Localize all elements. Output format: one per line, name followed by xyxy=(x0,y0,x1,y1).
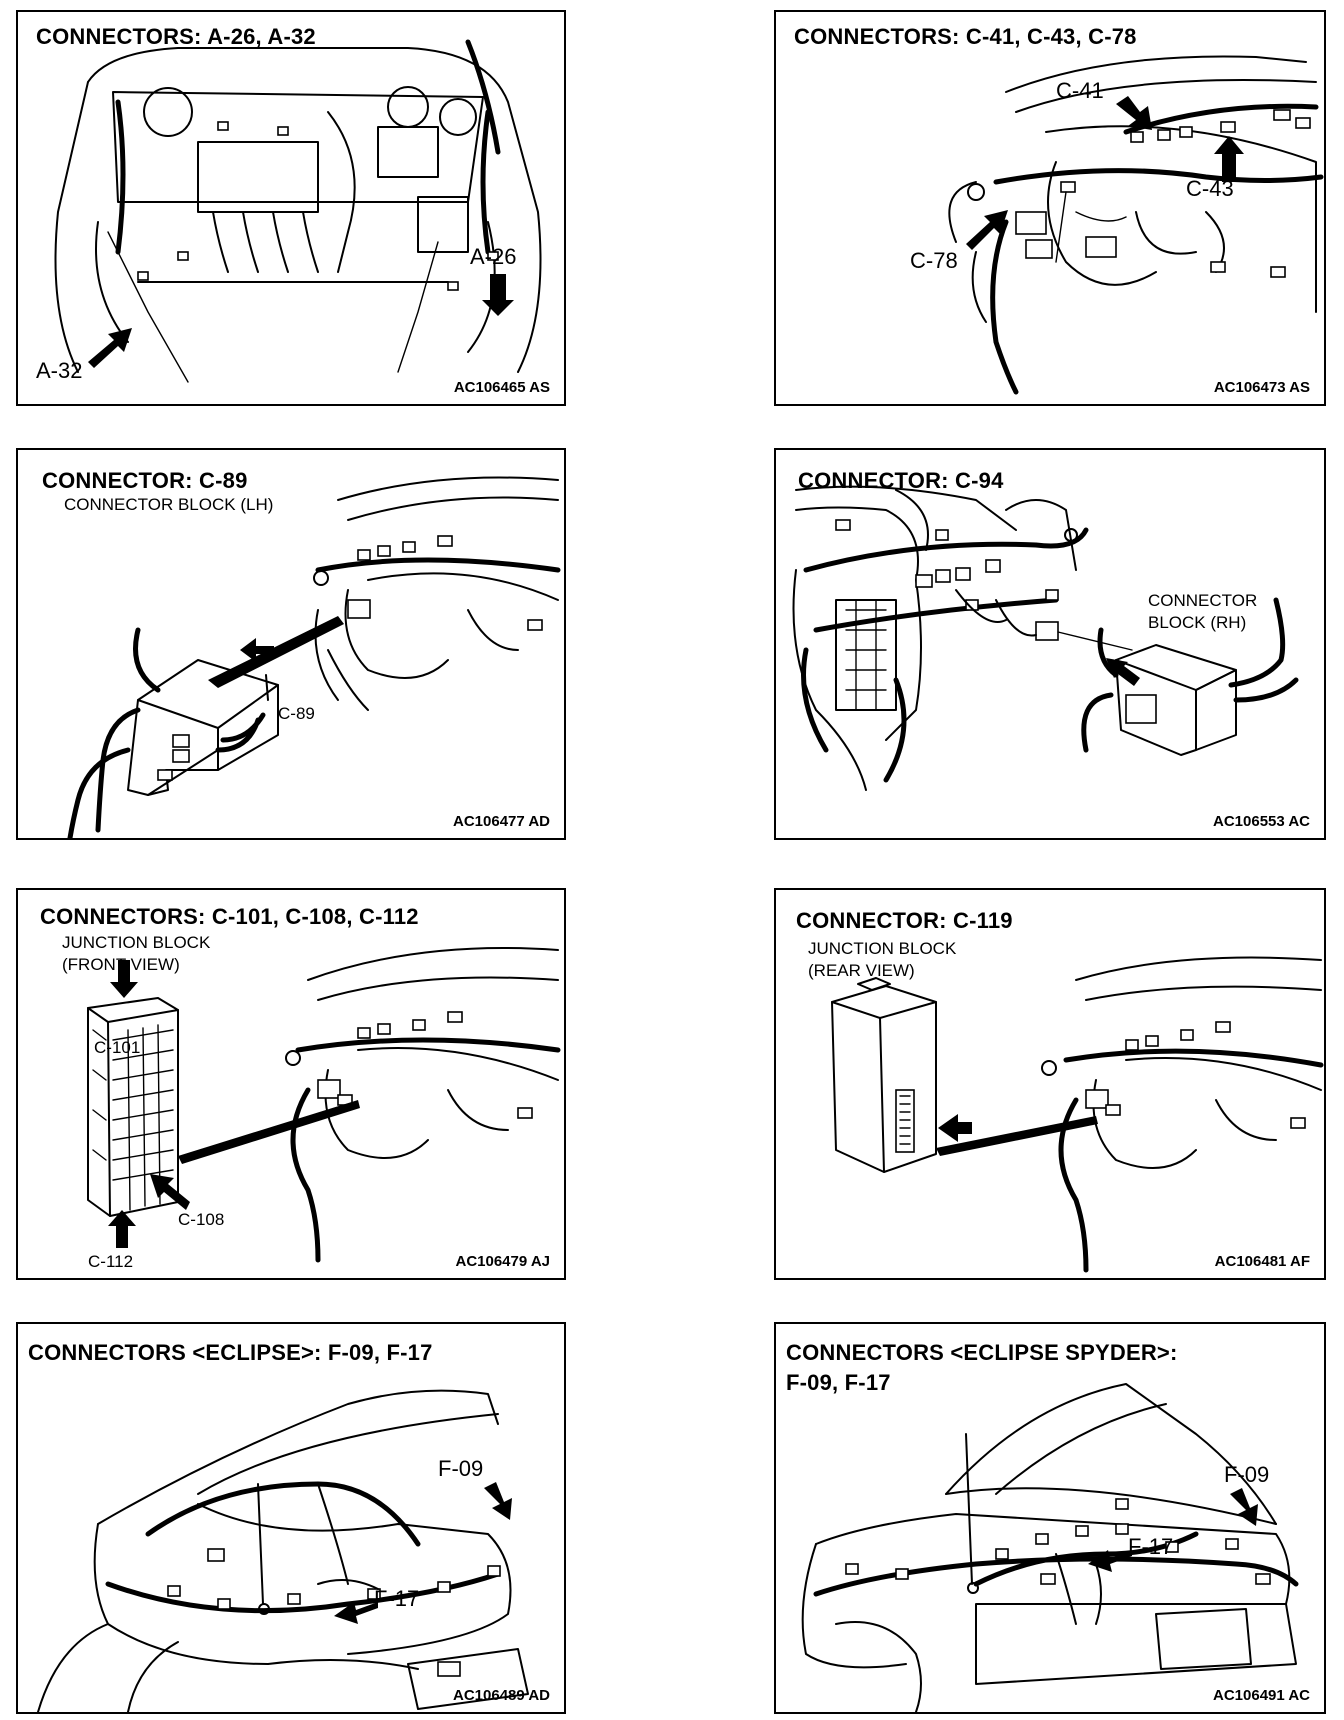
panel-subtitle: JUNCTION BLOCK (FRONT VIEW) xyxy=(62,932,210,976)
label-f17: F-17 xyxy=(374,1586,420,1611)
subtitle-line: JUNCTION BLOCK xyxy=(62,933,211,952)
junction-block-front-illustration xyxy=(87,947,561,1263)
panel-eclipse-spyder-f09-f17: CONNECTORS <ECLIPSE SPYDER>: F-09, F-17 … xyxy=(774,1322,1326,1714)
panel-c41-c43-c78: CONNECTORS: C-41, C-43, C-78 C-41 C-43 C… xyxy=(774,10,1326,406)
panel-title: CONNECTOR: C-119 xyxy=(796,908,1013,933)
subtitle-line: JUNCTION BLOCK xyxy=(808,939,957,958)
panel-c101-c108-c112: CONNECTORS: C-101, C-108, C-112 JUNCTION… xyxy=(16,888,566,1280)
dashboard-wiring-illustration xyxy=(948,55,1324,395)
subtitle-line: CONNECTOR xyxy=(1148,591,1258,610)
panel-title: CONNECTORS <ECLIPSE>: F-09, F-17 xyxy=(28,1340,433,1365)
figure-code: AC106491 AC xyxy=(1213,1687,1310,1704)
label-c101: C-101 xyxy=(94,1038,141,1057)
subtitle-line: (FRONT VIEW) xyxy=(62,955,180,974)
label-c78: C-78 xyxy=(910,248,958,273)
panel-c89: CONNECTOR: C-89 CONNECTOR BLOCK (LH) C-8… xyxy=(16,448,566,840)
engine-bay-illustration xyxy=(54,39,542,383)
label-c108: C-108 xyxy=(178,1210,225,1229)
label-f17: F-17 xyxy=(1128,1534,1174,1559)
title-line: F-09, F-17 xyxy=(786,1370,891,1395)
label-a32: A-32 xyxy=(36,358,83,383)
label-a26: A-26 xyxy=(470,244,517,269)
panel-c119: CONNECTOR: C-119 JUNCTION BLOCK (REAR VI… xyxy=(774,888,1326,1280)
panel-eclipse-f09-f17: CONNECTORS <ECLIPSE>: F-09, F-17 F-09 F-… xyxy=(16,1322,566,1714)
figure-code: AC106481 AF xyxy=(1214,1253,1310,1270)
label-f09: F-09 xyxy=(1224,1462,1270,1487)
subtitle-line: CONNECTOR BLOCK (LH) xyxy=(64,495,274,514)
panel-title: CONNECTOR: C-89 xyxy=(42,468,248,493)
figure-code: AC106479 AJ xyxy=(455,1253,550,1270)
panel-title: CONNECTOR: C-94 xyxy=(798,468,1004,493)
figure-code: AC106473 AS xyxy=(1213,379,1310,396)
panel-subtitle: CONNECTOR BLOCK (RH) xyxy=(1148,590,1257,634)
eclipse-trunk-illustration xyxy=(37,1389,529,1712)
figure-code: AC106465 AS xyxy=(453,379,550,396)
panel-title: CONNECTORS <ECLIPSE SPYDER>: F-09, F-17 xyxy=(786,1338,1178,1398)
title-line: CONNECTORS <ECLIPSE SPYDER>: xyxy=(786,1340,1178,1365)
connector-block-rh-illustration xyxy=(792,485,1299,791)
label-c112: C-112 xyxy=(88,1252,134,1271)
panel-title: CONNECTORS: C-41, C-43, C-78 xyxy=(794,24,1137,49)
label-c43: C-43 xyxy=(1186,176,1234,201)
figure-code: AC106553 AC xyxy=(1213,813,1310,830)
label-c89: C-89 xyxy=(278,704,315,723)
label-f09: F-09 xyxy=(438,1456,484,1481)
eclipse-spyder-trunk-illustration xyxy=(801,1383,1299,1712)
panel-subtitle: CONNECTOR BLOCK (LH) xyxy=(64,494,273,516)
panel-title: CONNECTORS: C-101, C-108, C-112 xyxy=(40,904,419,929)
panel-c94: CONNECTOR: C-94 CONNECTOR BLOCK (RH) AC1… xyxy=(774,448,1326,840)
connector-block-lh-illustration xyxy=(67,476,561,838)
panel-title: CONNECTORS: A-26, A-32 xyxy=(36,24,316,49)
label-c41: C-41 xyxy=(1056,78,1104,103)
figure-code: AC106477 AD xyxy=(453,813,550,830)
panel-subtitle: JUNCTION BLOCK (REAR VIEW) xyxy=(808,938,956,982)
panel-a26-a32: CONNECTORS: A-26, A-32 A-26 A-32 AC10646… xyxy=(16,10,566,406)
figure-code: AC106489 AD xyxy=(453,1687,550,1704)
junction-block-rear-illustration xyxy=(831,956,1324,1273)
subtitle-line: BLOCK (RH) xyxy=(1148,613,1247,632)
subtitle-line: (REAR VIEW) xyxy=(808,961,915,980)
